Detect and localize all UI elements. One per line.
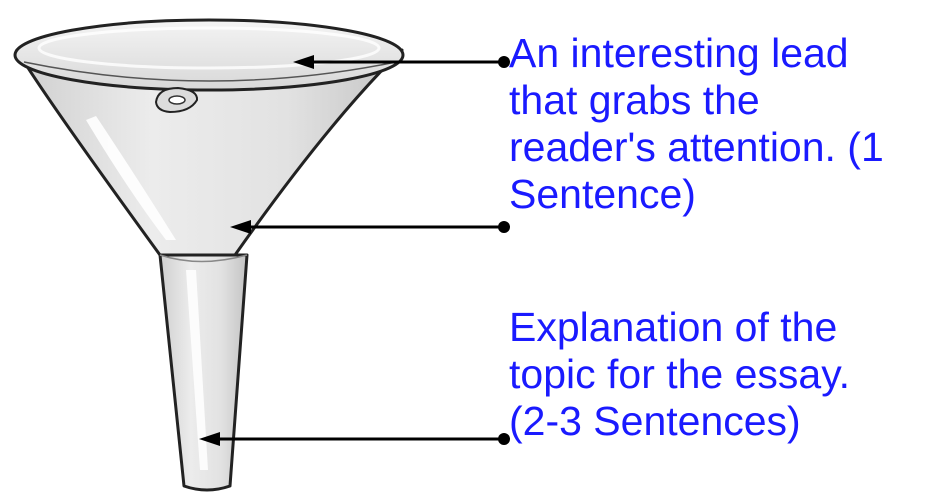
- funnel-rim-gloss: [37, 26, 381, 70]
- arrow-3-head: [199, 432, 220, 446]
- annotation-explanation: Explanation of the topic for the essay. …: [509, 304, 850, 445]
- annotation-lead-line: reader's attention. (1: [509, 124, 884, 170]
- annotation-explanation-line: (2-3 Sentences): [509, 398, 801, 444]
- funnel-stem: [158, 253, 249, 492]
- funnel-highlight: [86, 116, 176, 240]
- funnel-icon: [13, 18, 405, 492]
- annotation-explanation-line: topic for the essay.: [509, 351, 851, 397]
- annotation-lead-line: Sentence): [509, 171, 696, 217]
- stem-highlight: [186, 270, 208, 470]
- annotation-explanation-line: Explanation of the: [509, 304, 838, 350]
- annotation-lead-line: An interesting lead: [509, 30, 849, 76]
- funnel-tab-hole: [168, 95, 186, 105]
- funnel-neck: [159, 254, 248, 263]
- annotation-lead-line: that grabs the: [509, 77, 760, 123]
- arrow-3: [199, 432, 510, 446]
- arrow-1-head: [293, 55, 314, 69]
- annotation-lead: An interesting lead that grabs the reade…: [509, 30, 884, 218]
- funnel-rim: [13, 18, 405, 92]
- arrow-2-dot: [498, 221, 510, 233]
- funnel-rim-inner: [23, 61, 397, 82]
- arrow-1: [293, 55, 510, 69]
- arrow-2: [230, 220, 510, 234]
- arrow-1-dot: [498, 56, 510, 68]
- arrow-2-head: [230, 220, 251, 234]
- arrow-3-dot: [498, 433, 510, 445]
